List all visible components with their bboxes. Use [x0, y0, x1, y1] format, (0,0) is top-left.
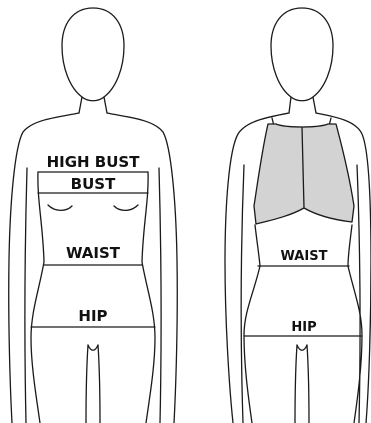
front-left-arm-inner: [25, 168, 27, 423]
back-torso-left: [244, 225, 260, 423]
front-torso-left: [31, 172, 44, 423]
back-waist-label: WAIST: [281, 249, 328, 264]
back-left-arm-inner: [241, 165, 244, 423]
front-neck-right: [104, 97, 107, 113]
hip-label: HIP: [78, 307, 107, 325]
back-hip-label: HIP: [291, 320, 316, 335]
front-right-arm-inner: [159, 168, 161, 423]
back-leg-left-inner: [295, 345, 297, 423]
front-bust-curve-right: [114, 205, 138, 210]
front-figure: [9, 8, 178, 423]
back-head: [271, 8, 333, 101]
front-labels: HIGH BUST BUST WAIST HIP: [39, 152, 147, 325]
back-labels: WAIST HIP: [281, 249, 328, 335]
front-head: [62, 8, 124, 101]
back-crotch: [297, 345, 307, 350]
front-bust-curve-left: [48, 205, 72, 210]
high-bust-label: HIGH BUST: [47, 153, 141, 171]
front-leg-right-inner: [98, 345, 100, 423]
bust-label: BUST: [71, 175, 116, 193]
front-leg-left-inner: [86, 345, 88, 423]
back-leg-right-inner: [307, 345, 309, 423]
front-crotch: [88, 345, 98, 350]
cropped-top: [254, 124, 354, 224]
back-neck-left: [289, 97, 291, 113]
front-torso-right: [142, 172, 155, 423]
back-neck-right: [313, 97, 316, 113]
waist-label: WAIST: [66, 244, 121, 262]
front-neck-left: [79, 97, 82, 113]
